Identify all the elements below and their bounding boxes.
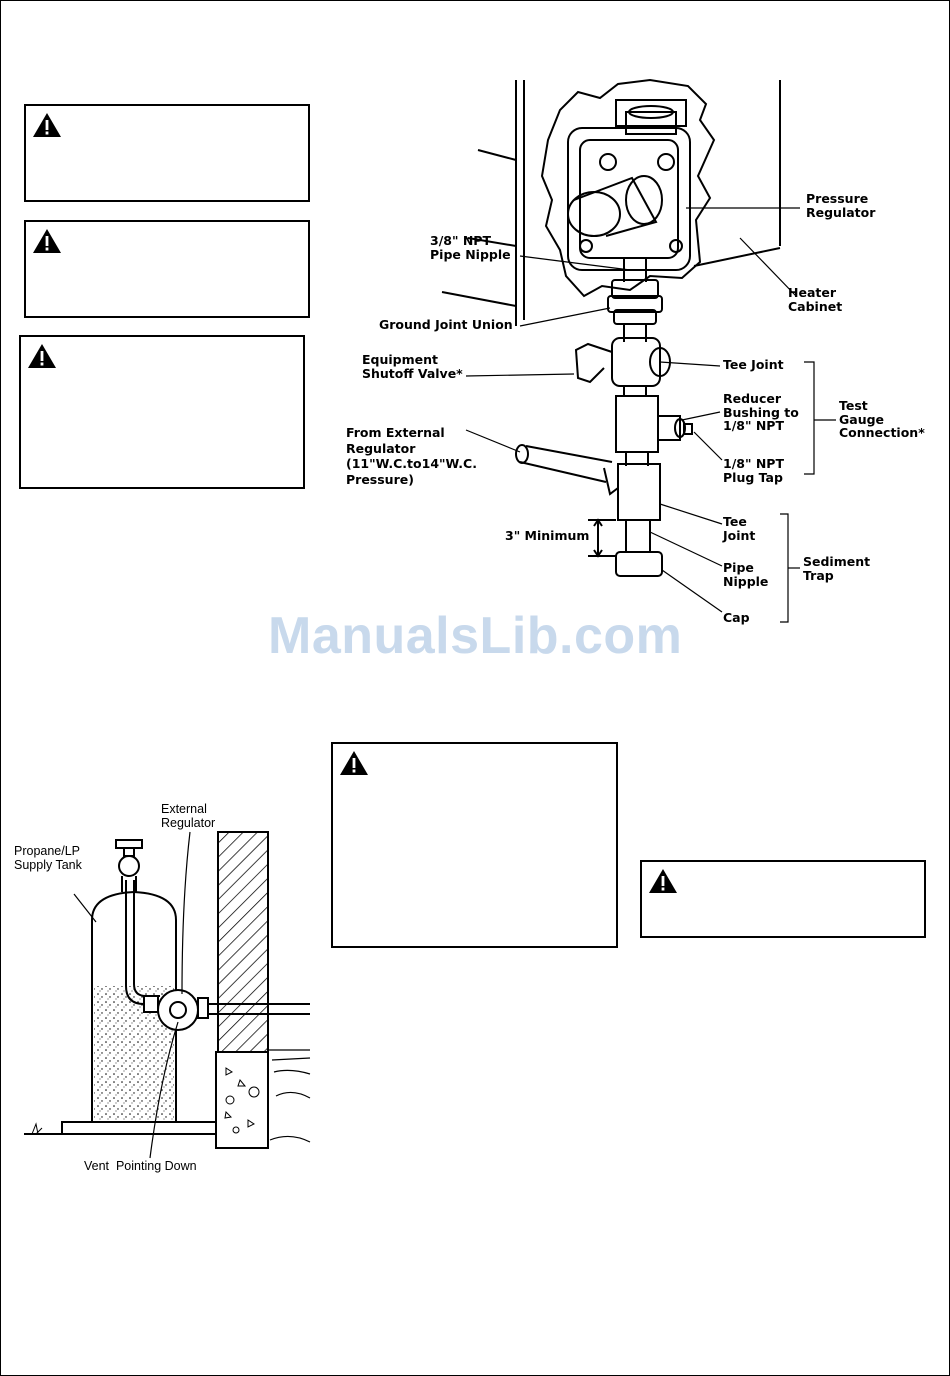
label-heater-cabinet: Heater Cabinet (788, 285, 843, 314)
label-vent: Vent Pointing Down (84, 1159, 197, 1173)
warning-box-1 (24, 104, 310, 202)
label-shutoff-valve: Equipment Shutoff Valve* (362, 352, 463, 381)
warning-box-4 (331, 742, 618, 948)
warning-triangle-icon (649, 869, 677, 893)
label-supply-tank: Propane/LP Supply Tank (14, 844, 82, 872)
label-cap: Cap (723, 610, 750, 625)
warning-triangle-icon (28, 344, 56, 368)
label-reducer-bushing: Reducer Bushing to 1/8" NPT (723, 391, 799, 433)
warning-box-2 (24, 220, 310, 318)
gas-connection-figure (441, 78, 836, 623)
warning-box-5 (640, 860, 926, 938)
label-pipe-nipple-38: 3/8" NPT Pipe Nipple (430, 233, 511, 262)
label-test-gauge: Test Gauge Connection* (839, 398, 925, 440)
label-plug-tap: 1/8" NPT Plug Tap (723, 456, 784, 485)
label-pipe-nipple: Pipe Nipple (723, 560, 769, 589)
label-external-regulator: External Regulator (161, 802, 216, 830)
warning-triangle-icon (340, 751, 368, 775)
label-from-external: From External Regulator (11"W.C.to14"W.C… (346, 425, 477, 487)
label-sediment-trap: Sediment Trap (803, 554, 871, 583)
warning-triangle-icon (33, 113, 61, 137)
warning-triangle-icon (33, 229, 61, 253)
label-tee-joint-upper: Tee Joint (723, 357, 784, 372)
label-ground-joint-union: Ground Joint Union (379, 317, 513, 332)
label-three-minimum: 3" Minimum (505, 528, 590, 543)
watermark: ManualsLib.com (268, 607, 683, 665)
label-tee-joint-lower: Tee Joint (723, 514, 756, 543)
warning-box-3 (19, 335, 305, 489)
label-pressure-regulator: Pressure Regulator (806, 191, 876, 220)
